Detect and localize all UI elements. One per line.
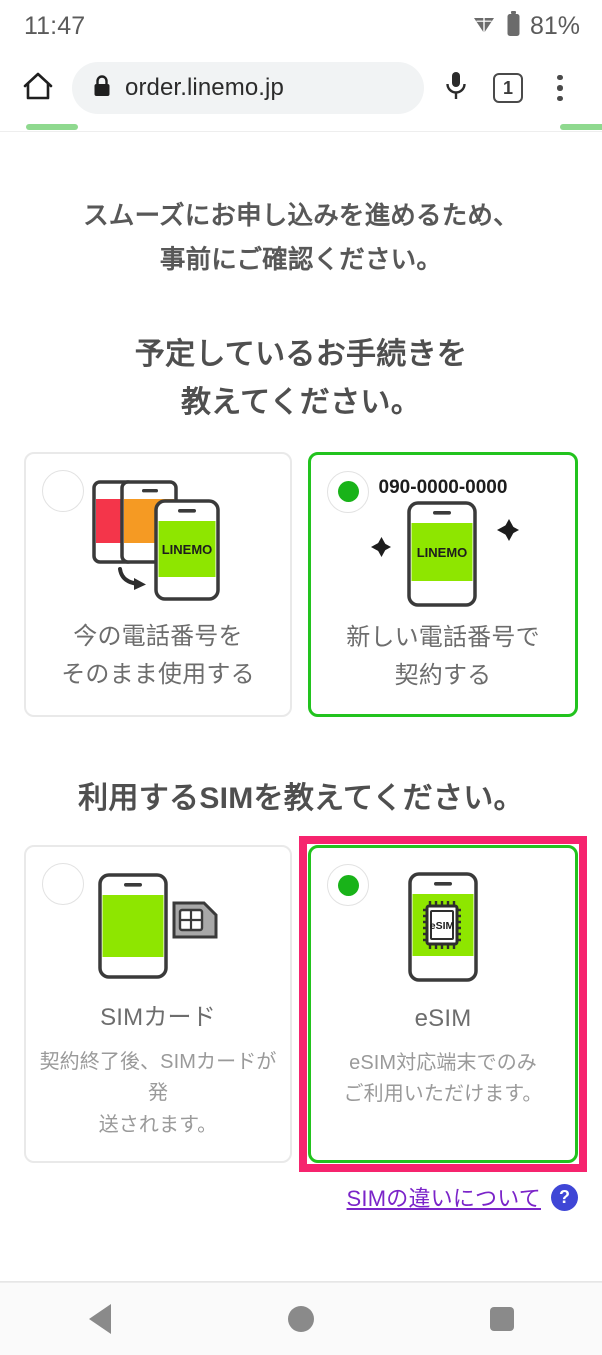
radio-new-number[interactable] — [327, 470, 369, 513]
step-progress-indicator — [0, 124, 602, 132]
option-keep-number[interactable]: LINEMO 今の電話番号を そのまま使用する — [24, 451, 292, 717]
desc-line-1: eSIM対応端末でのみ — [349, 1051, 537, 1074]
label-line-1: 新しい電話番号で — [346, 623, 540, 651]
option-esim-description: eSIM対応端末でのみ ご利用いただけます。 — [344, 1048, 543, 1111]
radio-keep-number[interactable] — [42, 469, 84, 512]
status-indicators: 81% — [471, 10, 580, 42]
overflow-menu-icon — [557, 74, 563, 102]
tab-count-badge: 1 — [493, 73, 523, 103]
svg-text:LINEMO: LINEMO — [162, 542, 213, 557]
intro-text: スムーズにお申し込みを進めるため、 事前にご確認ください。 — [24, 195, 578, 283]
option-new-number[interactable]: 090-0000-0000 LINEMO — [308, 451, 578, 717]
phone-with-esim-chip-illustration: eSIM — [390, 868, 496, 988]
url-text: order.linemo.jp — [125, 74, 284, 101]
option-new-number-label: 新しい電話番号で 契約する — [346, 619, 540, 696]
battery-icon — [506, 10, 521, 42]
battery-percentage: 81% — [529, 11, 580, 40]
nav-home-button[interactable] — [241, 1283, 361, 1355]
desc-line-2: ご利用いただけます。 — [343, 1083, 543, 1106]
option-keep-number-label: 今の電話番号を そのまま使用する — [61, 618, 255, 695]
phone-transfer-illustration: LINEMO — [84, 474, 232, 606]
home-button[interactable] — [12, 62, 64, 114]
option-esim-label: eSIM — [414, 1005, 472, 1033]
desc-line-1: 契約終了後、SIMカードが発 — [39, 1050, 277, 1105]
svg-text:eSIM: eSIM — [430, 920, 455, 932]
address-bar[interactable]: order.linemo.jp — [72, 62, 424, 114]
status-clock: 11:47 — [24, 11, 86, 40]
nav-recents-button[interactable] — [442, 1283, 562, 1355]
phone-with-sim-card-illustration — [92, 867, 224, 987]
desc-line-2: 送されます。 — [98, 1113, 218, 1136]
sim-section-title: 利用するSIMを教えてください。 — [78, 781, 524, 815]
android-navigation-bar — [0, 1282, 602, 1355]
new-phone-number-illustration: 090-0000-0000 LINEMO — [343, 475, 543, 607]
browser-toolbar: order.linemo.jp 1 — [0, 52, 602, 124]
procedure-section-title: 予定しているお手続きを 教えてください。 — [24, 331, 578, 428]
voice-search-button[interactable] — [430, 62, 482, 114]
svg-text:LINEMO: LINEMO — [417, 545, 468, 560]
tab-switcher-button[interactable]: 1 — [482, 62, 534, 114]
wifi-icon — [471, 12, 497, 41]
phone-number-text: 090-0000-0000 — [379, 477, 508, 498]
progress-segment — [560, 124, 602, 130]
menu-button[interactable] — [534, 62, 586, 114]
sim-help-link-row: SIMの違いについて ? — [0, 1181, 602, 1213]
sim-options: SIMカード 契約終了後、SIMカードが発 送されます。 — [24, 836, 587, 1173]
intro-line-2: 事前にご確認ください。 — [159, 245, 443, 274]
page-content: スムーズにお申し込みを進めるため、 事前にご確認ください。 予定しているお手続き… — [0, 195, 602, 1173]
back-triangle-icon — [89, 1304, 112, 1334]
radio-selected-dot — [337, 481, 359, 503]
lock-icon — [92, 74, 112, 103]
intro-line-1: スムーズにお申し込みを進めるため、 — [83, 202, 519, 230]
radio-esim[interactable] — [327, 864, 369, 907]
web-page-viewport[interactable]: スムーズにお申し込みを進めるため、 事前にご確認ください。 予定しているお手続き… — [0, 124, 602, 1282]
option-sim-card[interactable]: SIMカード 契約終了後、SIMカードが発 送されます。 — [24, 845, 292, 1164]
status-bar: 11:47 81% — [0, 0, 602, 52]
procedure-title-line-2: 教えてください。 — [181, 386, 421, 420]
home-icon — [23, 71, 53, 106]
page-bottom-divider — [0, 1281, 602, 1282]
procedure-options: LINEMO 今の電話番号を そのまま使用する 090-0 — [24, 451, 578, 717]
option-esim[interactable]: eSIM eSIM eSIM対応端末でのみ ご利用いただけます。 — [299, 836, 587, 1173]
label-line-2: 契約する — [394, 662, 492, 690]
sim-difference-link[interactable]: SIMの違いについて — [346, 1186, 541, 1212]
question-mark-icon[interactable]: ? — [551, 1183, 578, 1211]
radio-selected-dot — [337, 874, 359, 896]
progress-segment — [26, 124, 78, 130]
home-circle-icon — [287, 1306, 314, 1332]
option-sim-card-label: SIMカード — [100, 1004, 216, 1032]
option-sim-card-description: 契約終了後、SIMカードが発 送されます。 — [34, 1047, 282, 1142]
nav-back-button[interactable] — [40, 1283, 160, 1355]
label-line-1: 今の電話番号を — [73, 622, 243, 650]
radio-sim-card[interactable] — [42, 863, 84, 906]
microphone-icon — [443, 70, 469, 107]
recents-square-icon — [489, 1307, 514, 1331]
label-line-2: そのまま使用する — [61, 661, 255, 689]
procedure-title-line-1: 予定しているお手続きを — [134, 337, 468, 371]
